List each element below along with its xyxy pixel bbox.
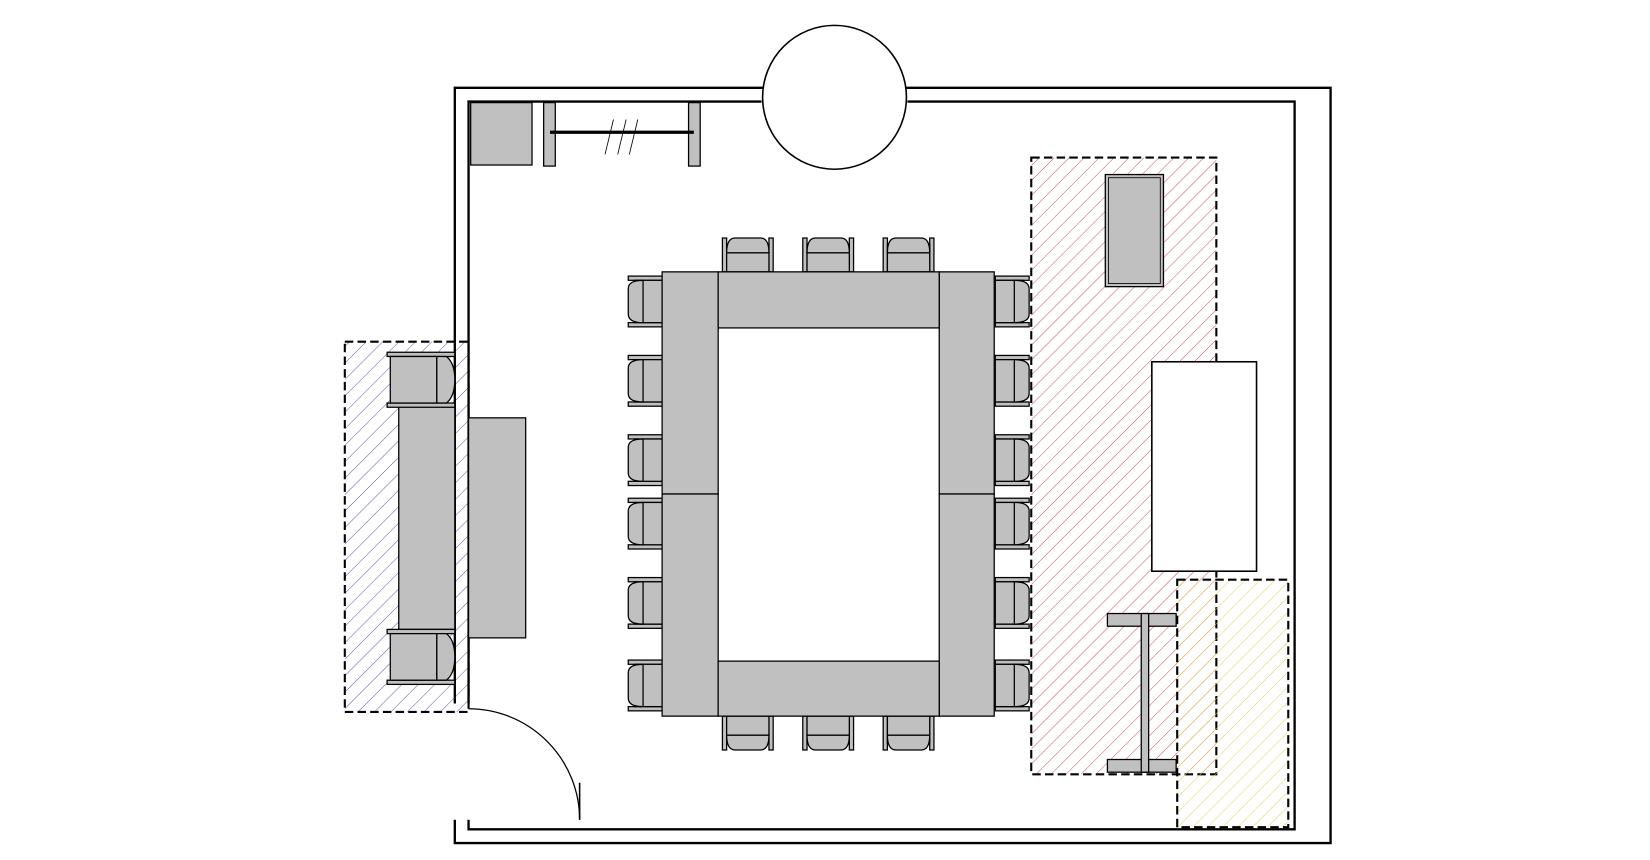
chair [721, 237, 774, 273]
i-beam-stand [1106, 612, 1177, 773]
credenza [1104, 173, 1165, 288]
chair [802, 715, 855, 751]
chair [882, 237, 935, 273]
door[interactable] [468, 708, 581, 820]
round-column [761, 24, 908, 171]
lounge-chairs [386, 351, 456, 686]
chair [994, 354, 1030, 407]
chair [627, 434, 663, 487]
chair [721, 715, 774, 751]
lounge-chair [386, 351, 456, 408]
screen-area [1151, 360, 1258, 573]
lounge-chair [386, 628, 456, 686]
chair [627, 659, 663, 712]
chair [627, 354, 663, 407]
chair [882, 715, 935, 751]
chair [994, 434, 1030, 487]
sofa [398, 404, 456, 631]
chair [627, 497, 663, 550]
chair [627, 275, 663, 328]
chair [994, 275, 1030, 328]
chair [994, 659, 1030, 712]
chair [627, 576, 663, 629]
chair [994, 497, 1030, 550]
coffee-table [467, 417, 527, 639]
cabinet [470, 101, 533, 166]
chair [994, 576, 1030, 629]
coat-rack [543, 101, 701, 167]
conference-table [661, 271, 995, 717]
storage-zone [1176, 578, 1290, 829]
chair [802, 237, 855, 273]
